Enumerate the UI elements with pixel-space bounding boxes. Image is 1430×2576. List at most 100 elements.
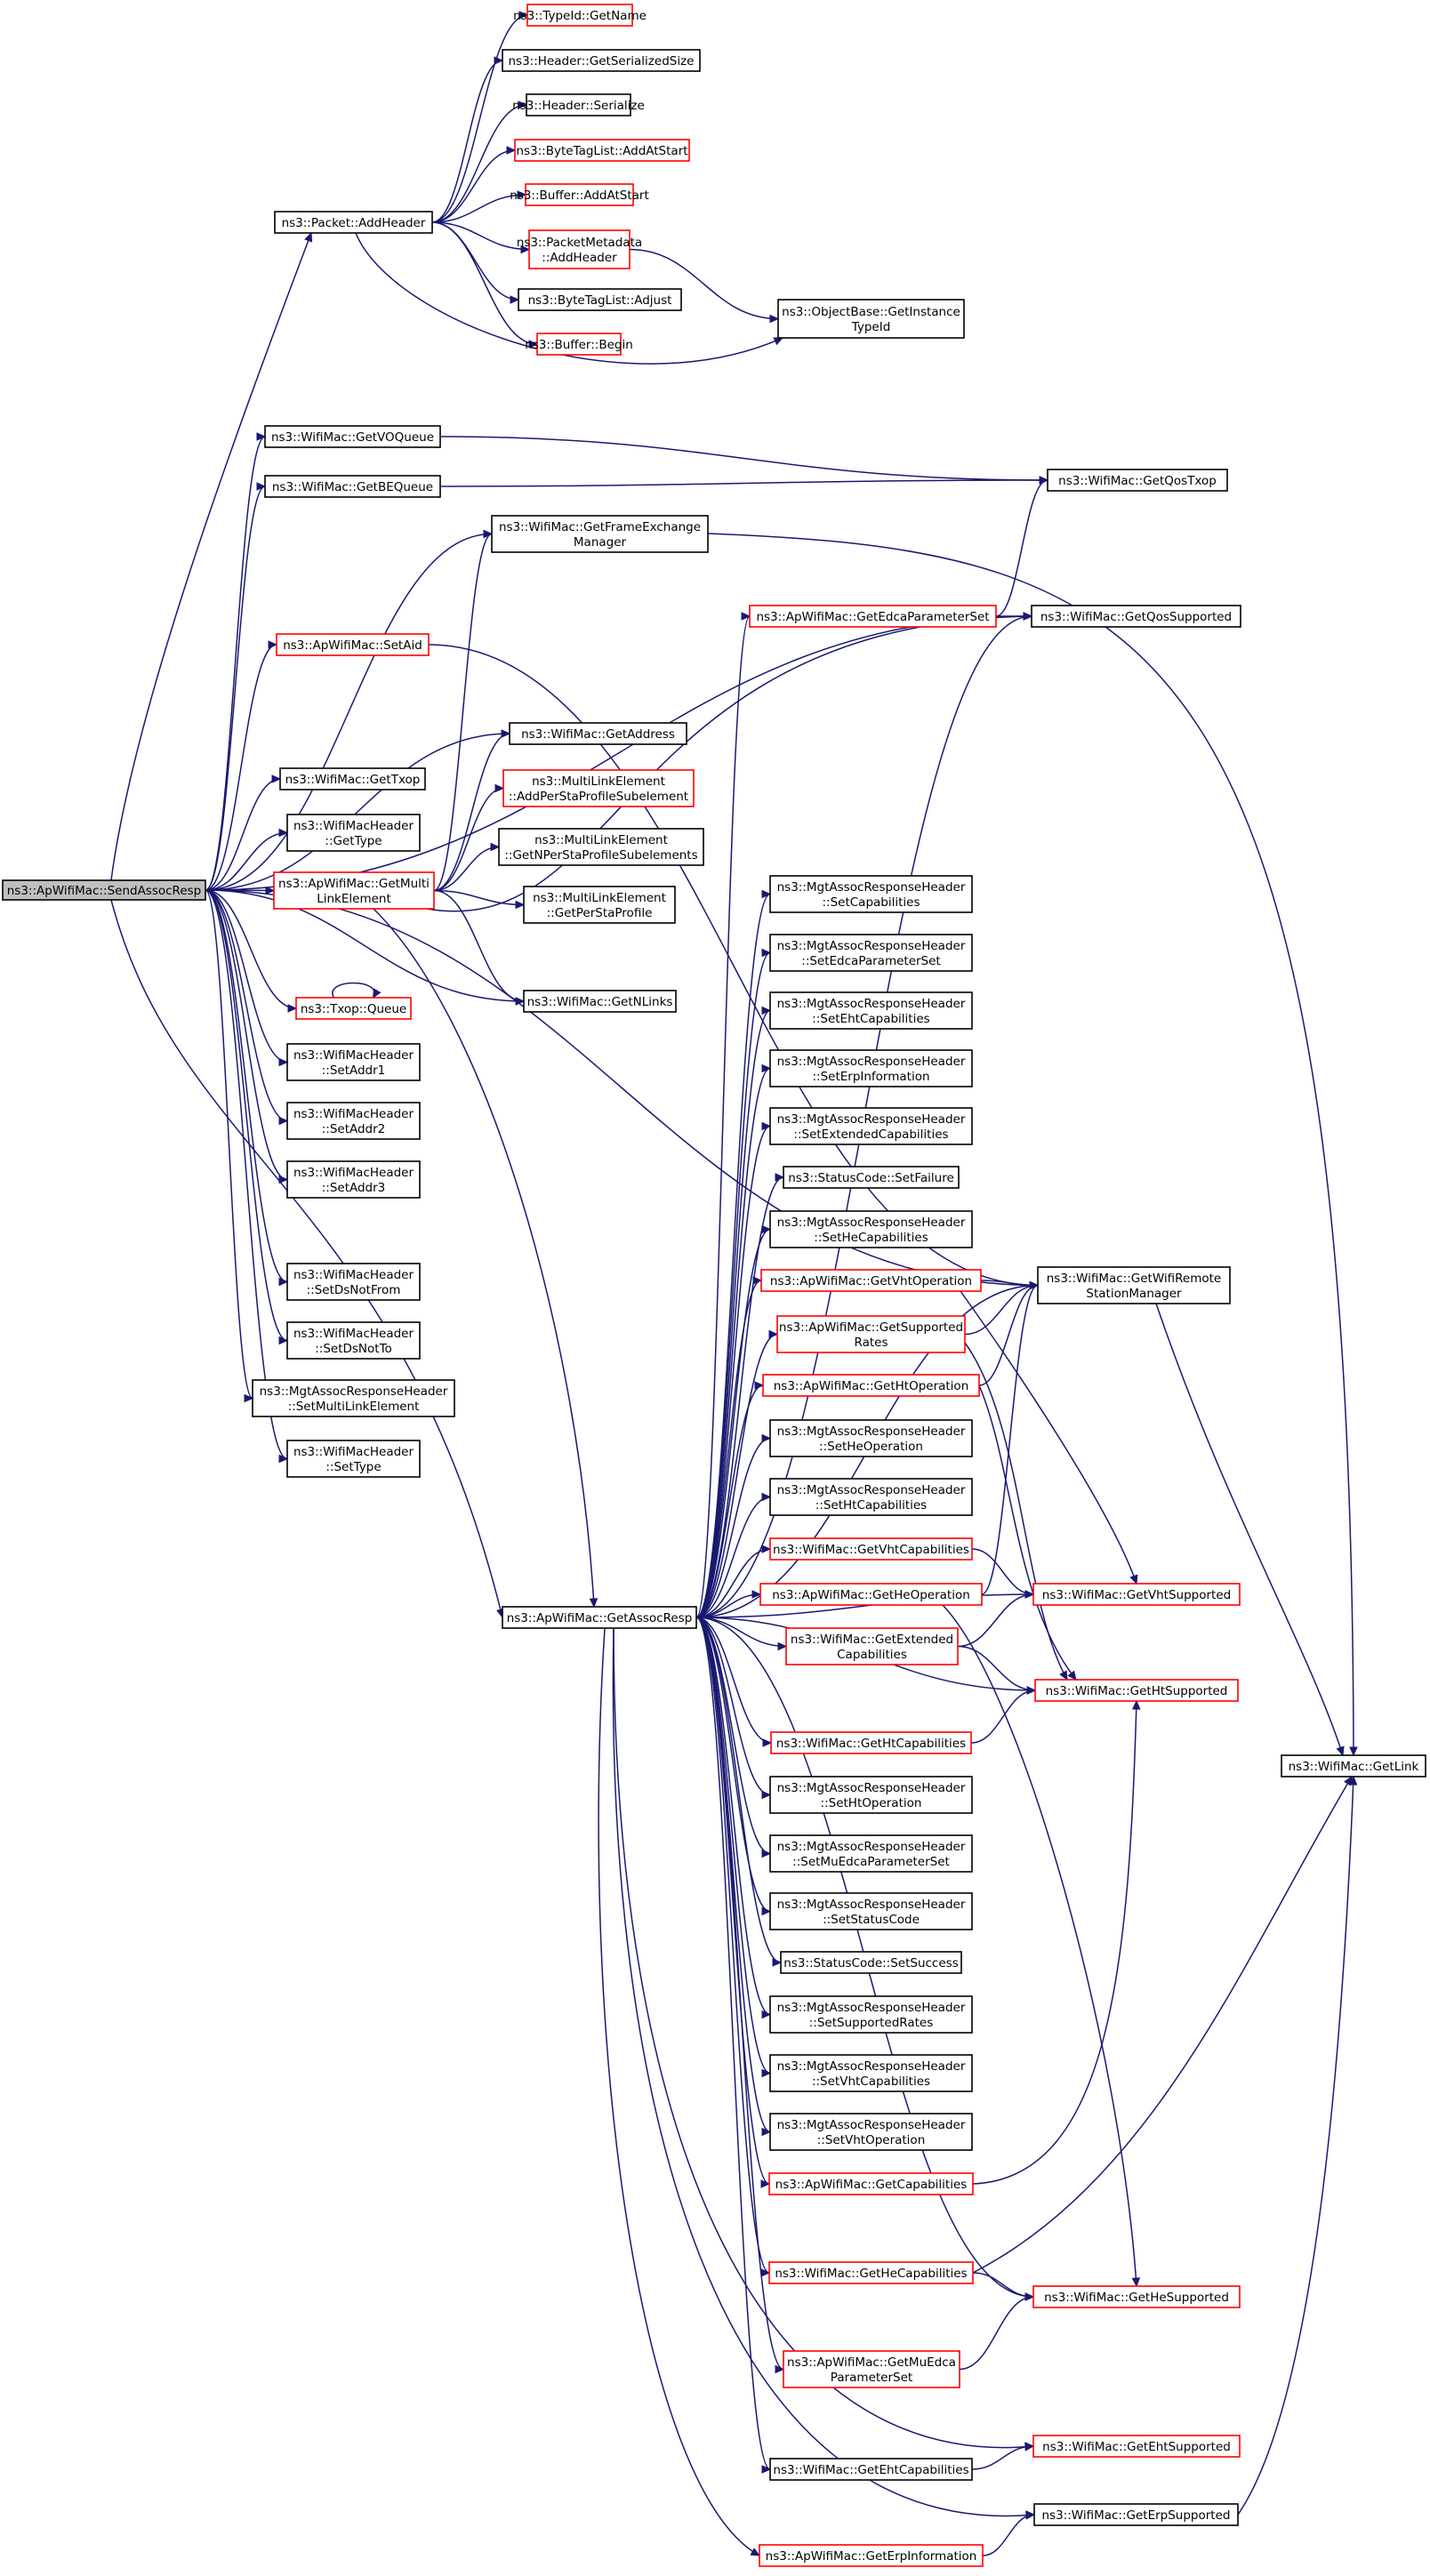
node-gettxop-box[interactable] <box>279 767 426 790</box>
node-m_sethtop-box[interactable] <box>769 1776 973 1814</box>
node-m_sethtcap[interactable]: ns3::MgtAssocResponseHeader::SetHtCapabi… <box>769 1478 973 1516</box>
node-getehtsup-box[interactable] <box>1032 2435 1241 2458</box>
node-buf_addatstart[interactable]: ns3::Buffer::AddAtStart <box>510 183 649 206</box>
node-buf_begin[interactable]: ns3::Buffer::Begin <box>525 333 633 356</box>
node-mle_getper[interactable]: ns3::MultiLinkElement::GetPerStaProfile <box>523 886 676 924</box>
node-gethtop-box[interactable] <box>762 1374 980 1397</box>
node-gettxop[interactable]: ns3::WifiMac::GetTxop <box>279 767 426 790</box>
node-hdr_getsersize[interactable]: ns3::Header::GetSerializedSize <box>502 49 701 72</box>
node-getehtcap-box[interactable] <box>769 2458 973 2481</box>
node-getwrsm-box[interactable] <box>1037 1266 1231 1304</box>
node-gethtcap-box[interactable] <box>770 1731 972 1754</box>
node-mle_getn-box[interactable] <box>498 828 704 866</box>
node-m_sethtop[interactable]: ns3::MgtAssocResponseHeader::SetHtOperat… <box>769 1776 973 1814</box>
node-getlink-box[interactable] <box>1281 1754 1426 1778</box>
node-m_setheop[interactable]: ns3::MgtAssocResponseHeader::SetHeOperat… <box>769 1419 973 1457</box>
node-setdsnotfrom[interactable]: ns3::WifiMacHeader::SetDsNotFrom <box>286 1263 421 1301</box>
node-getcaps[interactable]: ns3::ApWifiMac::GetCapabilities <box>768 2172 974 2195</box>
node-objbase-box[interactable] <box>777 299 965 339</box>
node-m_setedca-box[interactable] <box>769 934 973 972</box>
node-m_setsuprates-box[interactable] <box>769 1995 973 2034</box>
node-m_setcap-box[interactable] <box>769 875 973 913</box>
node-getcaps-box[interactable] <box>768 2172 974 2195</box>
node-send[interactable]: ns3::ApWifiMac::SendAssocResp <box>2 879 206 901</box>
node-pm_addheader-box[interactable] <box>528 229 631 269</box>
node-btl_addatstart-box[interactable] <box>514 139 690 162</box>
node-getextcap-box[interactable] <box>785 1627 959 1665</box>
node-m_sethtcap-box[interactable] <box>769 1478 973 1516</box>
node-setdsnotfrom-box[interactable] <box>286 1263 421 1301</box>
node-whdr_gettype-box[interactable] <box>286 814 421 852</box>
node-getvhtsup[interactable]: ns3::WifiMac::GetVhtSupported <box>1032 1583 1241 1606</box>
node-txopqueue-box[interactable] <box>295 997 412 1020</box>
node-m_setext-box[interactable] <box>769 1107 973 1145</box>
node-getqostxop-box[interactable] <box>1047 469 1228 492</box>
node-btl_adjust[interactable]: ns3::ByteTagList::Adjust <box>518 288 682 311</box>
node-getsuprates-box[interactable] <box>776 1315 966 1353</box>
node-m_setcap[interactable]: ns3::MgtAssocResponseHeader::SetCapabili… <box>769 875 973 913</box>
node-addheader-box[interactable] <box>274 211 433 234</box>
node-gethtcap[interactable]: ns3::WifiMac::GetHtCapabilities <box>770 1731 972 1754</box>
node-sc_setsuccess-box[interactable] <box>780 1951 962 1974</box>
node-m_setedca[interactable]: ns3::MgtAssocResponseHeader::SetEdcaPara… <box>769 934 973 972</box>
node-getaddress-box[interactable] <box>509 722 687 745</box>
node-setaddr1-box[interactable] <box>286 1043 421 1081</box>
node-geterpinfo[interactable]: ns3::ApWifiMac::GetErpInformation <box>759 2544 984 2567</box>
node-m_setvhtop-box[interactable] <box>769 2113 973 2151</box>
node-setdsnotto[interactable]: ns3::WifiMacHeader::SetDsNotTo <box>286 1321 421 1360</box>
node-gethtop[interactable]: ns3::ApWifiMac::GetHtOperation <box>762 1374 980 1397</box>
node-geterpsup[interactable]: ns3::WifiMac::GetErpSupported <box>1033 2503 1239 2526</box>
node-buf_begin-box[interactable] <box>536 333 622 356</box>
node-m_setstatus[interactable]: ns3::MgtAssocResponseHeader::SetStatusCo… <box>769 1892 973 1930</box>
node-setaddr2[interactable]: ns3::WifiMacHeader::SetAddr2 <box>286 1102 421 1140</box>
node-getnlinks-box[interactable] <box>523 990 677 1013</box>
node-m_setvhtcap-box[interactable] <box>769 2054 973 2092</box>
node-getnlinks[interactable]: ns3::WifiMac::GetNLinks <box>523 990 677 1013</box>
node-getmulti-box[interactable] <box>273 871 435 910</box>
node-setaid[interactable]: ns3::ApWifiMac::SetAid <box>276 633 430 656</box>
node-hdr_getsersize-box[interactable] <box>502 49 701 72</box>
node-setmle-box[interactable] <box>252 1379 455 1417</box>
node-mle_getper-box[interactable] <box>523 886 676 924</box>
node-getheop-box[interactable] <box>759 1583 983 1606</box>
node-sc_setfailure-box[interactable] <box>783 1166 960 1189</box>
node-m_setmuedca-box[interactable] <box>769 1834 973 1873</box>
node-m_seterp-box[interactable] <box>769 1049 973 1087</box>
node-getqossup[interactable]: ns3::WifiMac::GetQosSupported <box>1031 605 1241 628</box>
node-geterpinfo-box[interactable] <box>759 2544 984 2567</box>
node-m_seteht[interactable]: ns3::MgtAssocResponseHeader::SetEhtCapab… <box>769 991 973 1030</box>
node-whdr_settype[interactable]: ns3::WifiMacHeader::SetType <box>286 1440 421 1478</box>
node-pm_addheader[interactable]: ns3::PacketMetadata::AddHeader <box>517 229 642 269</box>
node-gethecap-box[interactable] <box>768 2261 974 2284</box>
node-sc_setsuccess[interactable]: ns3::StatusCode::SetSuccess <box>780 1951 962 1974</box>
node-getedca-box[interactable] <box>749 605 997 628</box>
node-gethecap[interactable]: ns3::WifiMac::GetHeCapabilities <box>768 2261 974 2284</box>
node-setdsnotto-box[interactable] <box>286 1321 421 1360</box>
node-getvhtsup-box[interactable] <box>1032 1583 1241 1606</box>
node-buf_addatstart-box[interactable] <box>525 183 634 206</box>
node-txopqueue[interactable]: ns3::Txop::Queue <box>295 997 412 1020</box>
node-m_setmuedca[interactable]: ns3::MgtAssocResponseHeader::SetMuEdcaPa… <box>769 1834 973 1873</box>
node-mle_addper[interactable]: ns3::MultiLinkElement::AddPerStaProfileS… <box>502 769 695 807</box>
node-mle_addper-box[interactable] <box>502 769 695 807</box>
node-getqostxop[interactable]: ns3::WifiMac::GetQosTxop <box>1047 469 1228 492</box>
node-getqossup-box[interactable] <box>1031 605 1241 628</box>
node-getwrsm[interactable]: ns3::WifiMac::GetWifiRemoteStationManage… <box>1037 1266 1231 1304</box>
node-btl_addatstart[interactable]: ns3::ByteTagList::AddAtStart <box>514 139 690 162</box>
node-setmle[interactable]: ns3::MgtAssocResponseHeader::SetMultiLin… <box>252 1379 455 1417</box>
node-getassocresp[interactable]: ns3::ApWifiMac::GetAssocResp <box>502 1606 697 1629</box>
node-m_setstatus-box[interactable] <box>769 1892 973 1930</box>
node-m_sethecap-box[interactable] <box>769 1210 973 1248</box>
node-m_setvhtcap[interactable]: ns3::MgtAssocResponseHeader::SetVhtCapab… <box>769 2054 973 2092</box>
node-hdr_serialize[interactable]: ns3::Header::Serialize <box>512 93 645 116</box>
node-m_setvhtop[interactable]: ns3::MgtAssocResponseHeader::SetVhtOpera… <box>769 2113 973 2151</box>
node-getassocresp-box[interactable] <box>502 1606 697 1629</box>
node-m_seterp[interactable]: ns3::MgtAssocResponseHeader::SetErpInfor… <box>769 1049 973 1087</box>
node-hdr_serialize-box[interactable] <box>526 93 631 116</box>
node-mle_getn[interactable]: ns3::MultiLinkElement::GetNPerStaProfile… <box>498 828 704 866</box>
node-addheader[interactable]: ns3::Packet::AddHeader <box>274 211 433 234</box>
node-gethesup-box[interactable] <box>1032 2285 1241 2308</box>
node-getbeq[interactable]: ns3::WifiMac::GetBEQueue <box>264 475 441 498</box>
node-setaddr2-box[interactable] <box>286 1102 421 1140</box>
